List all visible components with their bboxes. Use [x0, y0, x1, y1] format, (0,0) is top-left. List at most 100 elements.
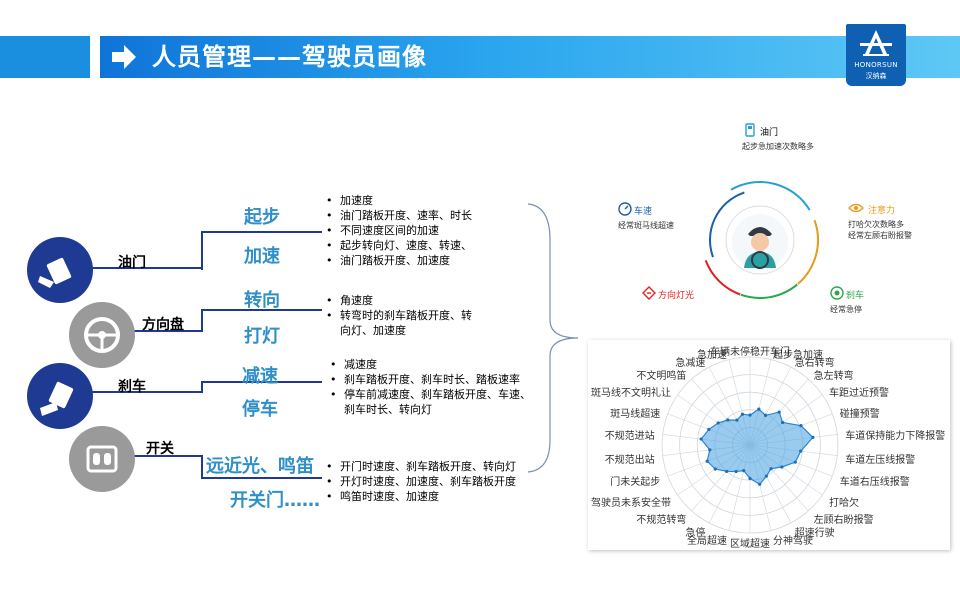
detail-item: •停车前减速度、刹车踏板开度、车速、 [330, 388, 531, 401]
action-accelerate: 加速 [244, 246, 280, 267]
radar-axis-label: 斑马线不文明礼让 [590, 388, 671, 400]
action-lights-horn: 远近光、鸣笛 [206, 456, 314, 477]
portrait-attention-title: 注意力 [868, 206, 896, 216]
control-label-steering: 方向盘 [142, 317, 184, 333]
portrait-brake-title: 刹车 [846, 291, 865, 301]
radar-axis-label: 不规范转弯 [636, 514, 687, 526]
radar-axis-label: 碰撞预警 [839, 408, 880, 420]
detail-item: •减速度 [330, 358, 377, 371]
portrait-speed-title: 车速 [634, 207, 653, 217]
portrait-attention-desc2: 经常左顾右盼报警 [848, 231, 912, 240]
steering-wheel-icon [69, 302, 135, 368]
action-start: 起步 [244, 207, 280, 228]
action-doors: 开关门…… [230, 490, 320, 511]
eye-icon [848, 203, 864, 213]
portrait-oil-desc: 起步急加速次数略多 [742, 142, 814, 151]
detail-item: •角速度 [326, 294, 373, 307]
detail-item: •不同速度区间的加速 [326, 224, 439, 237]
brake-pedal-icon [27, 363, 93, 429]
driver-avatar-icon [732, 214, 788, 270]
detail-item: •开门时速度、刹车踏板开度、转向灯 [326, 460, 516, 473]
logo-mark-icon [860, 30, 892, 56]
detail-item: •开灯时速度、加速度、刹车踏板开度 [326, 475, 516, 488]
detail-item: •鸣笛时速度、加速度 [326, 490, 439, 503]
throttle-pedal-icon [27, 237, 93, 303]
detail-group-throttle: •加速度 •油门踏板开度、速率、时长 •不同速度区间的加速 •起步转向灯、速度、… [326, 193, 472, 268]
radar-axis-label: 车辆未停稳开车门 [710, 347, 790, 358]
control-label-brake: 刹车 [118, 379, 146, 395]
detail-item: •刹车踏板开度、刹车时长、踏板速率 [330, 373, 520, 386]
radar-point [725, 469, 729, 473]
radar-axis-label: 起步急加速 [772, 349, 823, 361]
radar-point [799, 424, 803, 428]
radar-chart [661, 356, 839, 534]
radar-axis-label: 急右转弯 [794, 357, 835, 369]
radar-point [740, 412, 745, 416]
radar-axis-label: 全局超速 [687, 536, 728, 548]
radar-axis-label: 急加速 [697, 349, 728, 361]
switch-icon [69, 426, 135, 492]
portrait-speed-desc: 经常斑马线超速 [618, 221, 674, 230]
radar-point [757, 407, 761, 411]
radar-point [780, 420, 785, 425]
radar-point [758, 482, 762, 486]
detail-group-switch: •开门时速度、刹车踏板开度、转向灯 •开灯时速度、加速度、刹车踏板开度 •鸣笛时… [326, 459, 516, 504]
radar-point [769, 467, 773, 471]
arrow-right-icon [112, 45, 136, 69]
portrait-attention-desc1: 打哈欠次数略多 [848, 220, 904, 229]
radar-point [748, 476, 752, 481]
radar-point [748, 413, 752, 417]
radar-axis-label: 不文明鸣笛 [636, 371, 687, 383]
portrait-turnlight-title: 方向灯光 [658, 291, 695, 301]
portrait-brake-desc: 经常急停 [830, 305, 862, 314]
radar-point [811, 435, 815, 439]
turn-signal-icon [642, 286, 656, 300]
action-park: 停车 [242, 399, 278, 420]
detail-group-brake: •减速度 •刹车踏板开度、刹车时长、踏板速率 •停车前减速度、刹车踏板开度、车速… [330, 357, 531, 417]
control-label-throttle: 油门 [118, 255, 146, 271]
radar-point [735, 418, 739, 422]
detail-item: •加速度 [326, 194, 373, 207]
radar-axis-label: 急左转弯 [813, 371, 854, 383]
action-decelerate: 减速 [242, 366, 278, 387]
radar-axis-label: 驾驶员未系安全带 [590, 497, 671, 509]
detail-item-continued: 向灯、加速度 [340, 324, 406, 337]
detail-group-steering: •角速度 •转弯时的刹车踏板开度、转 向灯、加速度 [326, 293, 472, 338]
speedometer-icon [618, 202, 632, 216]
radar-axis-label: 门未关起步 [610, 477, 661, 489]
radar-point [699, 437, 703, 441]
radar-labels: 车辆未停稳开车门起步急加速急右转弯急左转弯车距过近预警碰撞预警车道保持能力下降报… [588, 340, 950, 550]
radar-point [716, 421, 720, 425]
radar-point [708, 448, 712, 452]
action-turn: 转向 [244, 290, 280, 311]
radar-axis-label: 车道右压线报警 [839, 477, 910, 489]
logo-text: HONORSUN [854, 61, 898, 69]
radar-point [764, 474, 768, 478]
header-left-bar [0, 36, 90, 78]
radar-point [799, 449, 803, 453]
radar-axis-label: 车道左压线报警 [845, 454, 916, 466]
logo-subtext: 汉纳森 [865, 72, 887, 80]
detail-item: •起步转向灯、速度、转速、 [326, 239, 472, 252]
radar-point [734, 469, 738, 474]
radar-axis-label: 超速行驶 [794, 528, 835, 539]
radar-axis-label: 分神驾驶 [772, 536, 813, 548]
detail-item: •转弯时的刹车踏板开度、转 [326, 309, 472, 322]
radar-axis-label: 车道保持能力下降报警 [845, 431, 946, 443]
control-label-switch: 开关 [146, 441, 174, 457]
radar-point [793, 460, 797, 464]
detail-item-continued: 刹车时长、转向灯 [344, 403, 432, 416]
radar-point [777, 410, 781, 414]
radar-point [705, 459, 709, 463]
detail-item: •油门踏板开度、加速度 [326, 254, 450, 267]
header-bar [100, 36, 960, 78]
radar-axis-label: 斑马线超速 [610, 408, 661, 420]
company-logo [846, 24, 906, 86]
radar-point [763, 413, 768, 417]
radar-axis-label: 区域超速 [730, 539, 770, 550]
radar-point [742, 469, 746, 473]
radar-point [726, 418, 730, 422]
detail-item: •油门踏板开度、速率、时长 [326, 209, 472, 222]
radar-axis-label: 不规范出站 [604, 454, 655, 466]
